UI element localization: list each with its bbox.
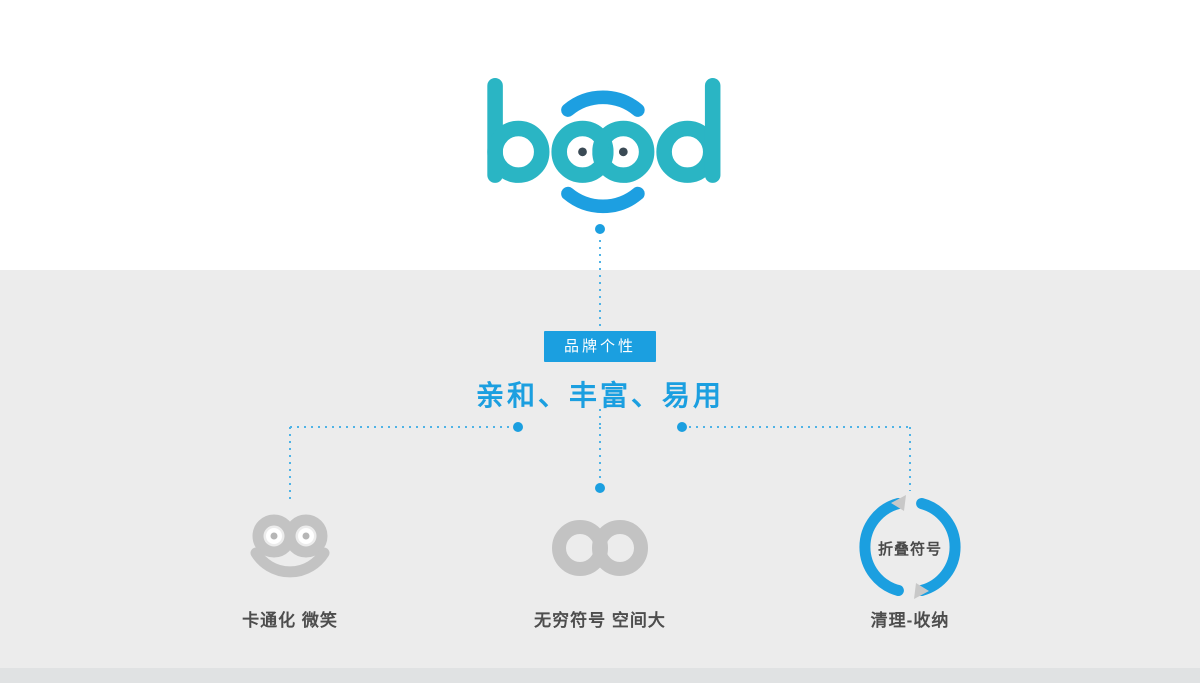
connector-dot-center [595, 483, 605, 493]
caption-cartoon-smile: 卡通化 微笑 [242, 611, 338, 630]
connector-line-center [599, 427, 601, 483]
connector-line-left [289, 427, 291, 504]
bood-logo: bood [464, 78, 736, 214]
headline: 亲和、丰富、易用 [475, 380, 724, 411]
caption-infinity: 无穷符号 空间大 [534, 611, 666, 630]
root-label: 品牌个性 [543, 331, 657, 362]
connector-dot-left [513, 422, 523, 432]
infinity-icon [542, 512, 658, 584]
fold-cycle-arrows-icon [853, 490, 967, 604]
connector-line-branch-right [682, 426, 910, 428]
connector-line-right [909, 427, 911, 491]
connector-line-branch-left [290, 426, 518, 428]
caption-fold-storage: 清理-收纳 [870, 611, 950, 630]
fold-symbol-label: 折叠符号 [877, 541, 942, 558]
connector-dot-logo [595, 224, 605, 234]
bood-logo-icon [487, 78, 721, 214]
connector-line-root [599, 240, 601, 332]
connector-dot-right [677, 422, 687, 432]
footer-strip [0, 668, 1200, 683]
cartoon-smile-face-icon [230, 506, 350, 594]
connector-line-stub [599, 409, 601, 427]
